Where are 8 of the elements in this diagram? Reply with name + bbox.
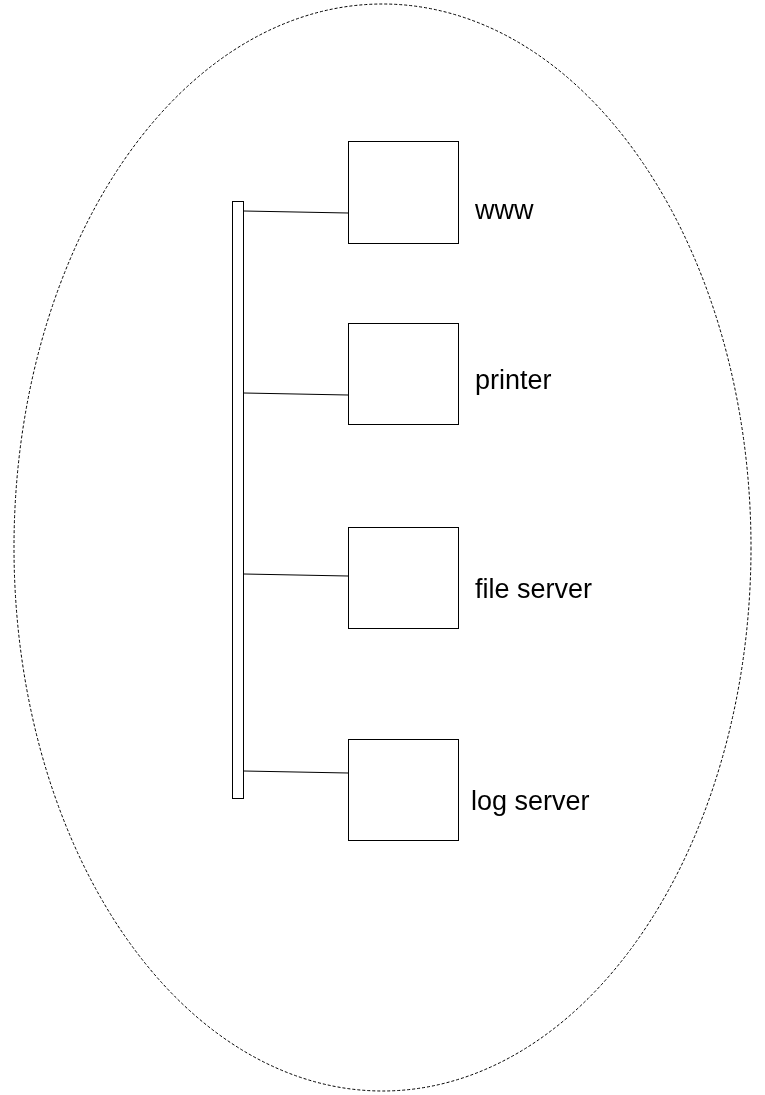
server-label: log server (471, 788, 590, 815)
server-label: file server (475, 576, 593, 603)
server-label: www (475, 197, 534, 224)
connector-line (243, 573, 349, 577)
connector-line (243, 392, 349, 396)
connector-line (243, 210, 349, 214)
connector-line (243, 770, 349, 774)
server-label: printer (475, 367, 552, 394)
